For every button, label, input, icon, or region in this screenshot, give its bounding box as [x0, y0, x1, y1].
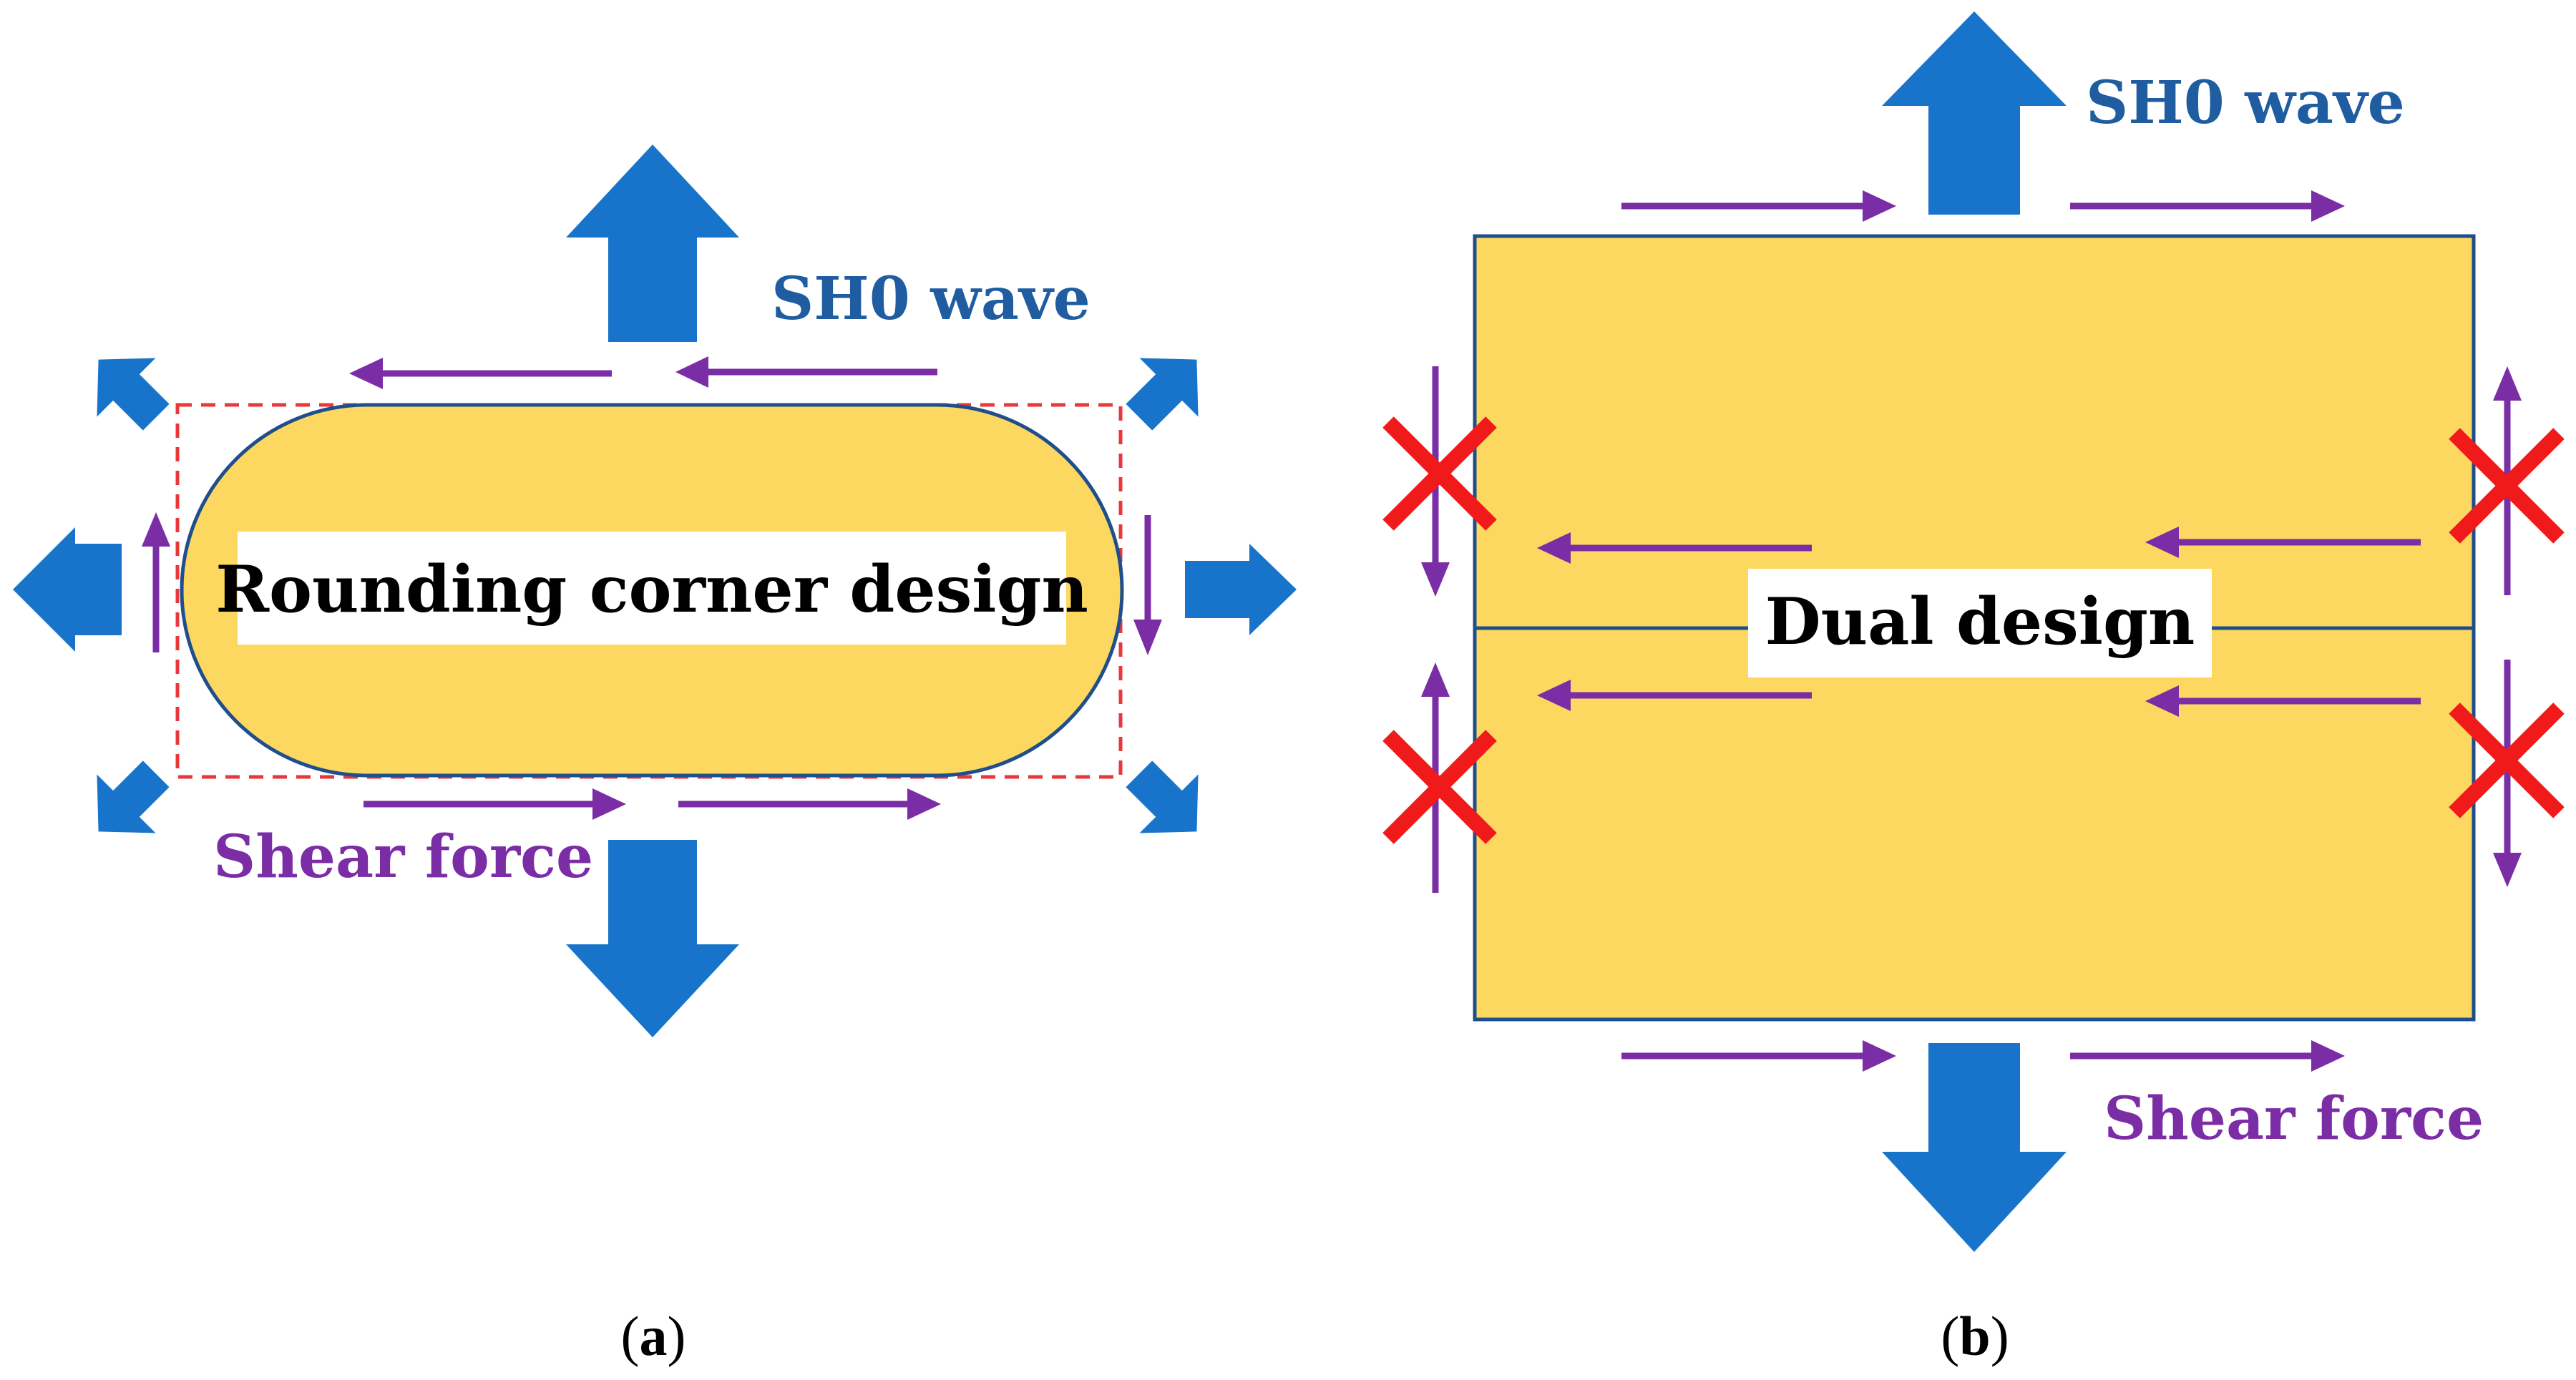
shear-arrow-inner-lower-right — [2145, 685, 2421, 717]
wave-arrow-down — [1882, 1043, 2067, 1252]
wave-arrow-down-right — [1126, 760, 1199, 833]
wave-arrow-down — [566, 840, 739, 1037]
panel-b: Dual design — [1382, 11, 2565, 1367]
center-label-box — [1748, 569, 2212, 677]
shear-arrow-left-up — [142, 512, 170, 652]
cross-mark-right-upper — [2449, 428, 2565, 544]
shear-arrow-bottom-right — [2070, 1040, 2345, 1072]
shear-arrow-right-down — [1133, 515, 1162, 655]
wave-label: SH0 wave — [771, 265, 1091, 333]
wave-arrow-up-right — [1126, 358, 1199, 431]
center-label-box — [238, 532, 1066, 645]
wave-arrow-up — [1882, 11, 2067, 215]
shear-arrow-top-left — [349, 358, 612, 389]
cross-mark-left-upper — [1382, 416, 1497, 531]
plate-bottom — [1473, 626, 2476, 1022]
wave-arrow-up-left — [97, 358, 170, 431]
center-label: Rounding corner design — [215, 552, 1088, 627]
wave-arrow-up — [566, 145, 739, 342]
shear-arrow-bottom-right — [678, 788, 941, 820]
panel-a: Rounding corner design — [13, 145, 1297, 1367]
cross-mark-right-lower — [2449, 703, 2565, 818]
wave-arrow-left — [13, 527, 122, 652]
wave-arrow-right — [1185, 544, 1297, 635]
shear-arrow-top-right — [675, 356, 937, 388]
cross-mark-left-lower — [1382, 730, 1497, 844]
shear-arrow-inner-upper-left — [1537, 532, 1812, 564]
wave-label: SH0 wave — [2086, 69, 2405, 137]
shear-arrow-top-left — [1621, 190, 1896, 222]
caption-b: (b) — [1941, 1305, 2009, 1367]
shear-arrow-bottom-left — [364, 788, 626, 820]
shear-arrow-inner-lower-left — [1537, 680, 1812, 711]
shear-label: Shear force — [213, 823, 593, 891]
wave-arrow-down-left — [97, 760, 170, 833]
center-label: Dual design — [1765, 584, 2195, 660]
shear-arrow-bottom-left — [1621, 1040, 1896, 1072]
plate-top — [1473, 234, 2476, 630]
shear-arrow-inner-upper-right — [2145, 527, 2421, 558]
shear-label: Shear force — [2104, 1085, 2484, 1153]
caption-a: (a) — [621, 1305, 686, 1367]
shear-arrow-top-right — [2070, 190, 2345, 222]
dashed-bounding-box — [175, 403, 1123, 779]
